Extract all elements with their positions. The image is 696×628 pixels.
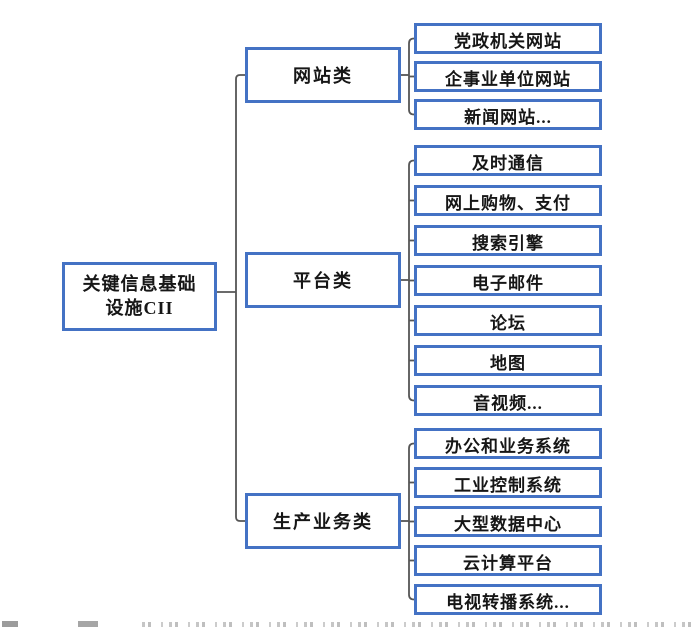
- group-node-platform: 平台类: [245, 252, 401, 308]
- leaf-node-email: 电子邮件: [414, 265, 602, 296]
- group-node-production-business: 生产业务类: [245, 493, 401, 549]
- clipped-figure-caption: [2, 621, 692, 628]
- leaf-node-large-data-center: 大型数据中心: [414, 506, 602, 537]
- leaf-node-enterprise-website: 企事业单位网站: [414, 61, 602, 92]
- leaf-node-instant-messaging: 及时通信: [414, 145, 602, 176]
- root-node-cii: 关键信息基础 设施CII: [62, 262, 217, 331]
- caption-fragment: [78, 621, 98, 627]
- group-node-website: 网站类: [245, 47, 401, 103]
- leaf-node-office-business-systems: 办公和业务系统: [414, 428, 602, 459]
- leaf-node-tv-broadcast-systems: 电视转播系统...: [414, 584, 602, 615]
- leaf-node-news-website: 新闻网站...: [414, 99, 602, 130]
- caption-fragment: [2, 621, 18, 627]
- leaf-node-search-engine: 搜索引擎: [414, 225, 602, 256]
- leaf-node-industrial-control-systems: 工业控制系统: [414, 467, 602, 498]
- leaf-node-cloud-computing-platform: 云计算平台: [414, 545, 602, 576]
- leaf-node-forum: 论坛: [414, 305, 602, 336]
- leaf-node-online-shopping-payment: 网上购物、支付: [414, 185, 602, 216]
- leaf-node-map: 地图: [414, 345, 602, 376]
- leaf-node-party-gov-website: 党政机关网站: [414, 23, 602, 54]
- caption-fragment: [142, 622, 692, 627]
- connector-left-bracket: [235, 74, 245, 522]
- leaf-node-audio-video: 音视频...: [414, 385, 602, 416]
- root-node-label: 关键信息基础 设施CII: [82, 274, 197, 318]
